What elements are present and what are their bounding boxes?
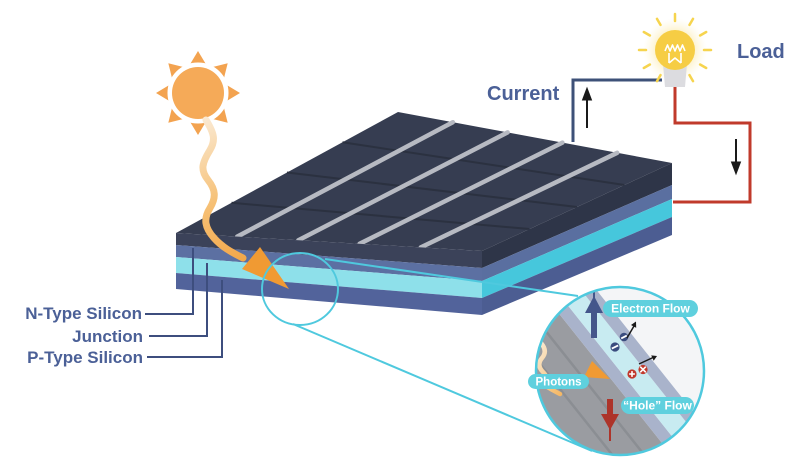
- sun-icon: [156, 51, 240, 135]
- wire-negative: [673, 87, 752, 204]
- panel-busbars: [234, 119, 620, 250]
- hole-flow-arrow: [601, 399, 619, 441]
- hole-flow-label: “Hole” Flow: [623, 399, 692, 413]
- wavy-arrow-icon: [199, 116, 289, 289]
- photons-label: Photons: [536, 377, 582, 389]
- layer-callouts: N-Type Silicon Junction P-Type Silicon: [25, 248, 223, 367]
- inset-n-type-band: [536, 287, 704, 455]
- zoom-source-circle: [261, 252, 339, 326]
- n-type-leader-line: [145, 248, 194, 315]
- light-bulb-icon: Load: [637, 12, 785, 87]
- bulb-base: [663, 64, 687, 87]
- panel-top-face: [176, 112, 672, 251]
- wire-positive: [571, 78, 662, 142]
- junction-leader-line: [149, 263, 208, 337]
- photons-badge: Photons: [528, 374, 589, 389]
- zoom-callout: [261, 252, 593, 452]
- hole-flow-badge: “Hole” Flow: [621, 397, 694, 414]
- electron-flow-label: Electron Flow: [611, 302, 690, 316]
- current-down-arrow: [730, 139, 742, 176]
- zoom-target-circle: [534, 285, 706, 457]
- p-type-leader-line: [147, 280, 223, 358]
- load-label: Load: [737, 41, 785, 63]
- circuit: Current: [487, 78, 752, 204]
- solar-panel: [176, 112, 672, 315]
- electron-flow-badge: Electron Flow: [603, 300, 698, 317]
- p-type-label: P-Type Silicon: [27, 348, 143, 367]
- current-up-arrow: [581, 86, 593, 128]
- electron-flow-arrow: [585, 289, 603, 338]
- panel-layers-right: [482, 163, 672, 315]
- current-label: Current: [487, 83, 560, 105]
- junction-label: Junction: [72, 327, 143, 346]
- inset-junction-band: [536, 287, 704, 455]
- electron-particles: [610, 321, 637, 352]
- n-type-layer: [176, 245, 482, 281]
- inset-p-type-band: [542, 287, 704, 455]
- n-type-label: N-Type Silicon: [25, 304, 142, 323]
- p-type-layer: [176, 273, 482, 315]
- hole-particles: [627, 355, 657, 379]
